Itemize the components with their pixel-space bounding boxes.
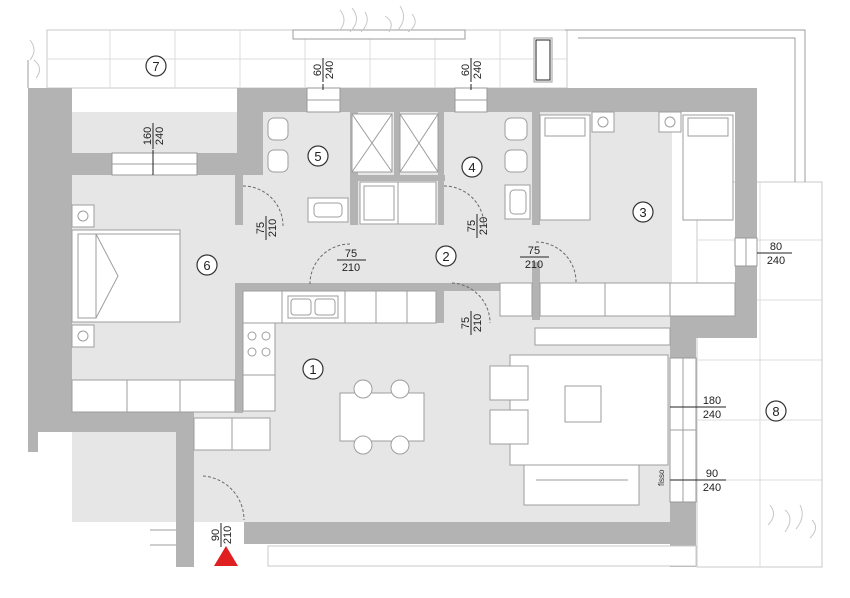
svg-text:4: 4 [468, 160, 475, 175]
dim-entrance-door: 90 210 [210, 523, 234, 547]
armchair-2 [489, 409, 529, 445]
terrace-7 [29, 5, 568, 89]
dim-door-bed6: 75 210 [337, 248, 366, 274]
svg-text:210: 210 [472, 314, 484, 332]
room-label-5: 5 [307, 145, 329, 167]
terrace-8 [565, 29, 823, 568]
dim-window-living-180: 180 240 [670, 395, 726, 421]
svg-text:80: 80 [770, 241, 782, 253]
room-label-6: 6 [196, 254, 218, 276]
planter-box [292, 29, 466, 40]
svg-text:3: 3 [639, 205, 646, 220]
room-label-4: 4 [461, 156, 483, 178]
dim-door-bath4: 75 210 [466, 214, 490, 238]
svg-text:210: 210 [525, 259, 543, 271]
adjacent-structure [27, 60, 697, 567]
dim-window-bed3: 80 240 [757, 241, 792, 267]
dim-door-bath5: 75 210 [255, 216, 279, 240]
svg-text:240: 240 [154, 127, 166, 145]
doors [202, 185, 577, 521]
svg-text:7: 7 [152, 59, 159, 74]
svg-text:60: 60 [312, 64, 324, 76]
svg-text:210: 210 [478, 217, 490, 235]
plant-sketch-left [29, 39, 40, 79]
dining-table [339, 392, 425, 442]
dim-window-living-90: 90 240 [670, 468, 726, 494]
living-furniture [339, 327, 671, 506]
bathroom-5-fixtures [267, 113, 393, 223]
armchair-1 [489, 365, 529, 401]
svg-text:90: 90 [210, 529, 222, 541]
dim-door-kitchen: 75 210 [460, 311, 484, 335]
svg-text:210: 210 [222, 526, 234, 544]
svg-text:60: 60 [460, 64, 472, 76]
dim-window-bath5: 60 240 [312, 58, 336, 82]
svg-text:240: 240 [703, 409, 721, 421]
svg-text:2: 2 [442, 249, 449, 264]
kitchen-counter [193, 290, 437, 451]
utility-closet [359, 181, 437, 225]
svg-text:75: 75 [466, 220, 478, 232]
svg-text:8: 8 [772, 404, 779, 419]
outdoor-bench [533, 37, 553, 83]
dim-window-bed6: 160 240 [142, 123, 166, 149]
entrance-arrow-icon [214, 546, 238, 566]
room-label-2: 2 [435, 245, 457, 267]
toilet [267, 117, 289, 141]
toilet [504, 117, 528, 141]
room-label-7: 7 [145, 55, 167, 77]
svg-text:240: 240 [472, 61, 484, 79]
tv-cabinet [534, 327, 671, 346]
bathroom-4-fixtures [399, 113, 531, 220]
room-label-3: 3 [632, 201, 654, 223]
svg-text:240: 240 [703, 482, 721, 494]
sofa [523, 464, 640, 506]
svg-text:210: 210 [267, 219, 279, 237]
windows [111, 87, 758, 503]
coffee-table [564, 385, 602, 423]
wardrobe [539, 282, 736, 317]
svg-text:5: 5 [314, 149, 321, 164]
svg-text:90: 90 [706, 468, 718, 480]
bidet [504, 149, 528, 173]
walls [28, 88, 757, 567]
bedroom-6-furniture [71, 204, 236, 413]
svg-text:1: 1 [309, 362, 316, 377]
room-labels: 7 5 4 3 2 6 1 8 [145, 55, 787, 422]
plant-sketch-right [767, 504, 816, 539]
fixed-window-label: fisso [657, 469, 666, 486]
svg-text:240: 240 [324, 61, 336, 79]
room-label-1: 1 [302, 358, 324, 380]
dim-window-bath4: 60 240 [460, 58, 484, 82]
bidet [267, 149, 289, 173]
svg-text:6: 6 [203, 258, 210, 273]
wardrobe [71, 379, 236, 413]
plant-sketch [339, 5, 416, 33]
svg-text:75: 75 [345, 248, 357, 260]
svg-text:75: 75 [255, 222, 267, 234]
svg-text:180: 180 [703, 395, 721, 407]
bedroom-3-furniture [499, 111, 736, 317]
svg-text:210: 210 [342, 262, 360, 274]
svg-text:240: 240 [767, 255, 785, 267]
dim-door-bed3: 75 210 [520, 245, 549, 271]
svg-text:75: 75 [460, 317, 472, 329]
svg-text:75: 75 [528, 245, 540, 257]
svg-text:160: 160 [142, 127, 154, 145]
room-label-8: 8 [765, 400, 787, 422]
opening-dimensions: 60 240 60 240 160 240 75 210 75 210 [142, 58, 792, 547]
